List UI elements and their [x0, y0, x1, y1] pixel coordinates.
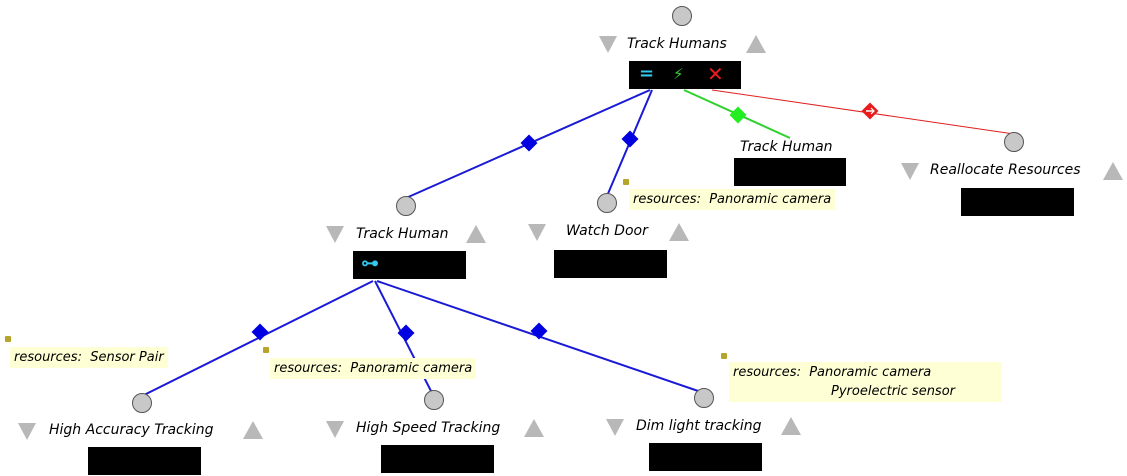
track-human-label: Track Human	[356, 226, 449, 242]
high-speed-control-box	[381, 445, 494, 473]
edge-diamond	[530, 322, 548, 340]
high-speed-label: High Speed Tracking	[356, 420, 501, 436]
root-node-circle[interactable]	[672, 6, 692, 26]
edge-th-accuracy	[141, 280, 374, 397]
dim-light-node-circle[interactable]	[694, 388, 714, 408]
high-speed-resources: resources: Panoramic camera	[270, 358, 477, 379]
choice-icon[interactable]: ⊶	[361, 253, 379, 274]
collapse-triangle-icon[interactable]	[901, 163, 919, 180]
cancel-icon[interactable]: ✕	[707, 62, 724, 86]
watch-door-label: Watch Door	[566, 223, 648, 239]
dim-light-label: Dim light tracking	[636, 418, 762, 434]
edge-diamond	[621, 130, 639, 148]
resource-marker-icon	[623, 179, 629, 185]
watch-door-resources: resources: Panoramic camera	[629, 189, 836, 210]
reallocate-node-circle[interactable]	[1004, 132, 1024, 152]
track-human-node-circle[interactable]	[396, 196, 416, 216]
high-speed-node-circle[interactable]	[424, 390, 444, 410]
collapse-triangle-icon[interactable]	[606, 419, 624, 436]
dim-light-resource-2: Pyroelectric sensor	[831, 384, 956, 399]
high-accuracy-node-circle[interactable]	[132, 393, 152, 413]
high-accuracy-control-box	[88, 447, 201, 475]
dim-light-resource-1: resources: Panoramic camera	[733, 365, 932, 380]
collapse-triangle-icon[interactable]	[599, 36, 617, 53]
edge-diamond	[397, 324, 415, 342]
root-label: Track Humans	[627, 36, 727, 52]
watch-door-node-circle[interactable]	[597, 193, 617, 213]
expand-triangle-icon[interactable]	[1103, 162, 1123, 180]
edge-diamond	[520, 134, 538, 152]
collapse-triangle-icon[interactable]	[18, 423, 36, 440]
resource-marker-icon	[263, 347, 269, 353]
collapse-triangle-icon[interactable]	[326, 421, 344, 438]
expand-triangle-icon[interactable]	[243, 421, 263, 439]
reallocate-control-box	[961, 188, 1074, 216]
edge-diamond-red	[861, 102, 879, 120]
track-human-alt-label: Track Human	[740, 139, 833, 155]
expand-triangle-icon[interactable]	[746, 35, 766, 53]
sequence-icon[interactable]: =	[639, 63, 655, 84]
high-accuracy-label: High Accuracy Tracking	[49, 422, 214, 438]
watch-door-control-box	[554, 250, 667, 278]
root-control-box: = ⚡ ✕	[629, 61, 741, 89]
high-accuracy-resources: resources: Sensor Pair	[10, 347, 168, 368]
parallel-icon[interactable]: ⚡	[673, 65, 684, 83]
track-human-control-box: ⊶	[353, 251, 466, 279]
expand-triangle-icon[interactable]	[524, 419, 544, 437]
expand-triangle-icon[interactable]	[466, 225, 486, 243]
expand-triangle-icon[interactable]	[781, 417, 801, 435]
collapse-triangle-icon[interactable]	[528, 224, 546, 241]
expand-triangle-icon[interactable]	[669, 223, 689, 241]
resource-marker-icon	[5, 336, 11, 342]
reallocate-label: Reallocate Resources	[930, 162, 1081, 178]
dim-light-control-box	[649, 443, 762, 471]
collapse-triangle-icon[interactable]	[326, 226, 344, 243]
track-human-alt-control-box	[734, 158, 846, 186]
edge-diamond	[729, 106, 747, 124]
edge-diamond	[251, 323, 269, 341]
resource-marker-icon	[721, 353, 727, 359]
